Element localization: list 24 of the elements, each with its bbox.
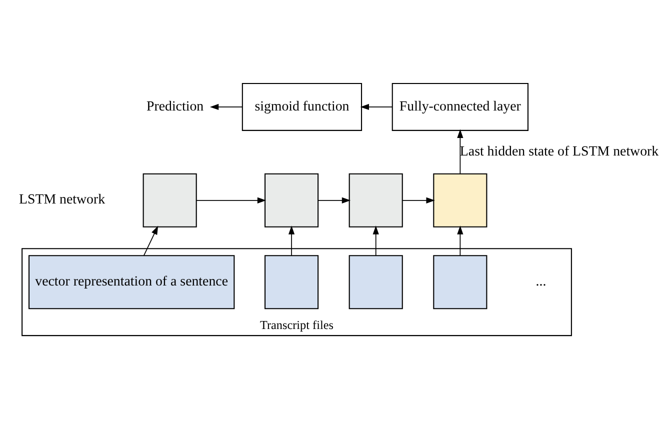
arrow (457, 128, 464, 174)
arrow (402, 196, 435, 203)
arrow (196, 196, 266, 203)
arrow (318, 196, 351, 203)
node-box (433, 254, 488, 309)
node-box (264, 172, 319, 227)
arrow (457, 225, 464, 256)
node-box (433, 172, 488, 227)
node-box: sigmoid function (242, 82, 362, 130)
node-box (348, 172, 403, 227)
node-box (142, 172, 197, 227)
node-text: Prediction (146, 98, 204, 114)
node-box: Fully-connected layer (392, 82, 528, 130)
node-box (264, 254, 319, 309)
arrow (143, 225, 158, 256)
arrow (288, 225, 295, 256)
node-box: vector representation of a sentence (28, 254, 235, 309)
label: LSTM network (19, 192, 106, 208)
arrow (210, 103, 242, 110)
label: ... (536, 274, 546, 289)
edge-label: Last hidden state of LSTM network (460, 144, 659, 159)
node-box (348, 254, 403, 309)
arrow (372, 225, 379, 256)
arrow (360, 103, 392, 110)
